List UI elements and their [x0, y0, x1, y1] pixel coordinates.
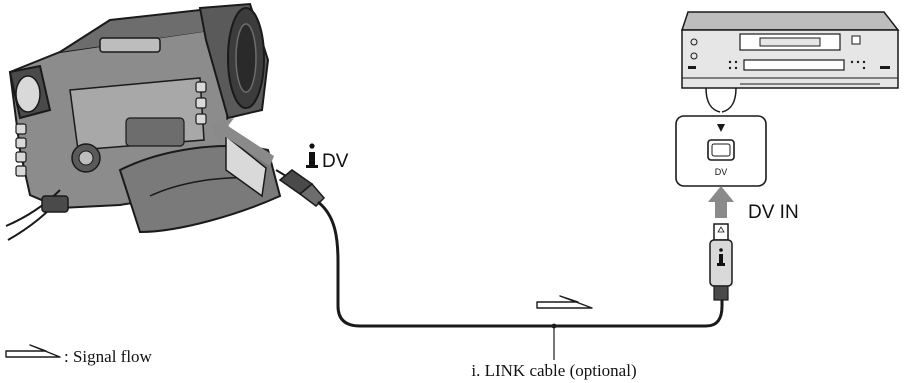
dv-small-label: DV: [715, 167, 728, 177]
legend-label: : Signal flow: [64, 347, 153, 366]
legend-arrow-icon: [6, 345, 60, 357]
vcr-deck: [682, 12, 898, 112]
legend-signal-flow: : Signal flow: [6, 345, 153, 366]
dv-in-label: DV IN: [748, 202, 799, 223]
camera-plug: [276, 170, 324, 206]
cable-callout-dot: [552, 324, 557, 329]
gray-up-arrow-icon: [708, 186, 734, 218]
hollow-arrow-icon: [537, 296, 592, 308]
deck-plug: [710, 224, 732, 300]
dv-port-label: DV: [322, 151, 349, 172]
ilink-logo-icon: [306, 143, 318, 168]
ilink-cable: [318, 202, 722, 326]
camcorder: [6, 4, 280, 240]
cable-label: i. LINK cable (optional): [471, 361, 636, 380]
